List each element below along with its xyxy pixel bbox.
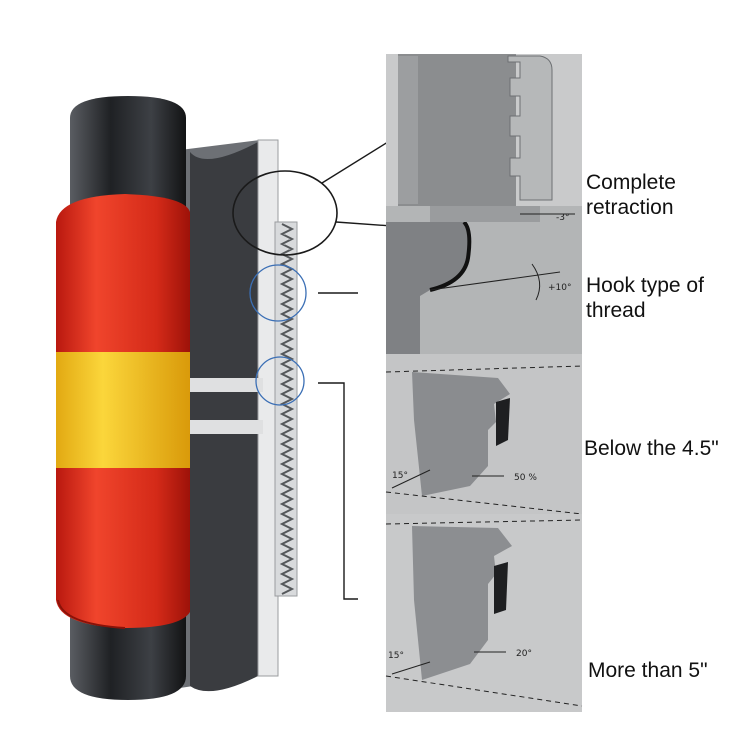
fifteen-b-line xyxy=(391,661,431,675)
callout-circle-hook xyxy=(249,264,307,322)
section-top-edge xyxy=(398,56,418,204)
coupling-bottom-edge xyxy=(57,599,126,629)
thread-section-plate xyxy=(274,221,298,597)
coupling-red-top xyxy=(56,194,190,352)
section-hook-body xyxy=(386,222,470,354)
dim-fifteen-a: 15° xyxy=(392,471,408,481)
dim-fifty: 50 % xyxy=(514,473,537,483)
callout-circle-gap xyxy=(255,356,305,406)
pipe-end-gap-bottom xyxy=(185,420,263,434)
callout-bracket xyxy=(318,382,358,600)
label-complete-retraction: Complete retraction xyxy=(586,170,676,220)
hook-dim-arc xyxy=(531,263,541,301)
section-lower-2-thread xyxy=(494,562,508,614)
coupling-yellow-band xyxy=(56,352,190,468)
section-top-threads xyxy=(507,55,553,201)
section-lower-2-dash xyxy=(385,519,583,525)
label-hook-thread: Hook type of thread xyxy=(586,273,704,323)
section-shoulder xyxy=(430,206,540,222)
section-lower-2-dash-bottom xyxy=(385,675,583,707)
coupling-red-bottom xyxy=(56,468,190,628)
label-complete-retraction-line2: retraction xyxy=(586,196,674,219)
label-hook-thread-line1: Hook type of xyxy=(586,274,704,297)
thread-profile-zigzag xyxy=(279,223,295,595)
label-more-than: More than 5" xyxy=(588,659,708,682)
section-lower-1-dash xyxy=(385,365,583,373)
label-below: Below the 4.5" xyxy=(584,437,719,460)
coupling-section-plate xyxy=(257,139,279,677)
dim-twenty: 20° xyxy=(516,649,532,659)
pipe-illustration xyxy=(56,96,298,700)
pipe-inner-shadow xyxy=(190,142,258,692)
section-lower-1-thread xyxy=(496,398,510,446)
label-complete-retraction-line1: Complete xyxy=(586,171,676,194)
section-lower-1-dash-bottom xyxy=(385,491,583,515)
dim-fifteen-b: 15° xyxy=(388,651,404,661)
pipe-end-gap-top xyxy=(185,378,263,392)
section-hook-edge xyxy=(429,220,472,292)
callout-circle-retraction xyxy=(232,170,338,256)
dim-minus3: -3° xyxy=(556,213,569,223)
section-lower-2-profile xyxy=(412,526,512,680)
thread-cross-section: -3° +10° 15° 50 % 15° 20° xyxy=(385,54,583,712)
label-hook-thread-line2: thread xyxy=(586,299,646,322)
section-lower-1-profile xyxy=(412,372,510,496)
fifteen-a-line xyxy=(391,469,431,489)
dim-plus10: +10° xyxy=(548,283,572,293)
